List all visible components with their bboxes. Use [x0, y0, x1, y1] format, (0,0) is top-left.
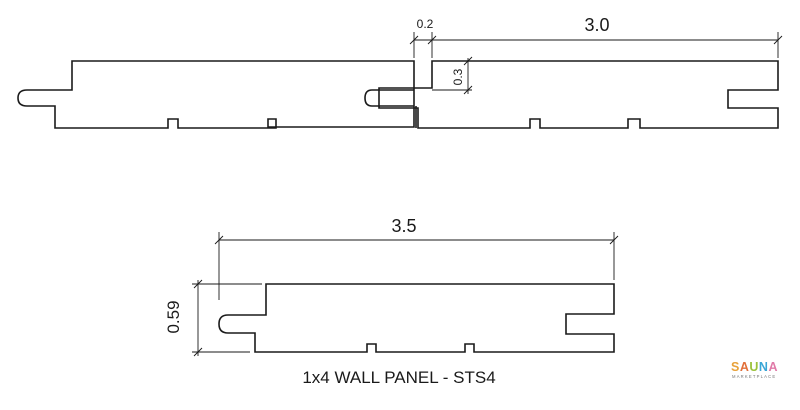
thickness-dim-label: 0.59 [164, 300, 183, 333]
top-width-dim-label: 3.0 [584, 15, 609, 35]
svg-text:SAUNA: SAUNA [731, 360, 778, 374]
top-dimensions: 0.2 3.0 0.3 [409, 15, 783, 95]
bottom-dimensions: 3.5 0.59 [164, 216, 619, 357]
single-panel [218, 283, 615, 353]
single-panel-outline [218, 283, 615, 353]
left-panel-tongue [364, 89, 414, 107]
logo-letter: N [759, 360, 769, 374]
gap-dim-label: 0.2 [417, 17, 434, 31]
logo-letter: A [740, 360, 750, 374]
diagram-caption: 1x4 WALL PANEL - STS4 [302, 368, 495, 387]
logo-letter: U [749, 360, 759, 374]
bottom-width-dim-label: 3.5 [391, 216, 416, 236]
logo-letter: S [731, 360, 740, 374]
sauna-marketplace-logo: SAUNA MARKETPLACE [731, 360, 778, 379]
tongue-dim-label: 0.3 [451, 68, 465, 85]
logo-subtitle: MARKETPLACE [732, 374, 776, 379]
logo-letter: A [768, 360, 778, 374]
left-panel-outline [17, 60, 415, 129]
top-assembly [17, 60, 779, 129]
right-panel-outline [378, 60, 779, 129]
